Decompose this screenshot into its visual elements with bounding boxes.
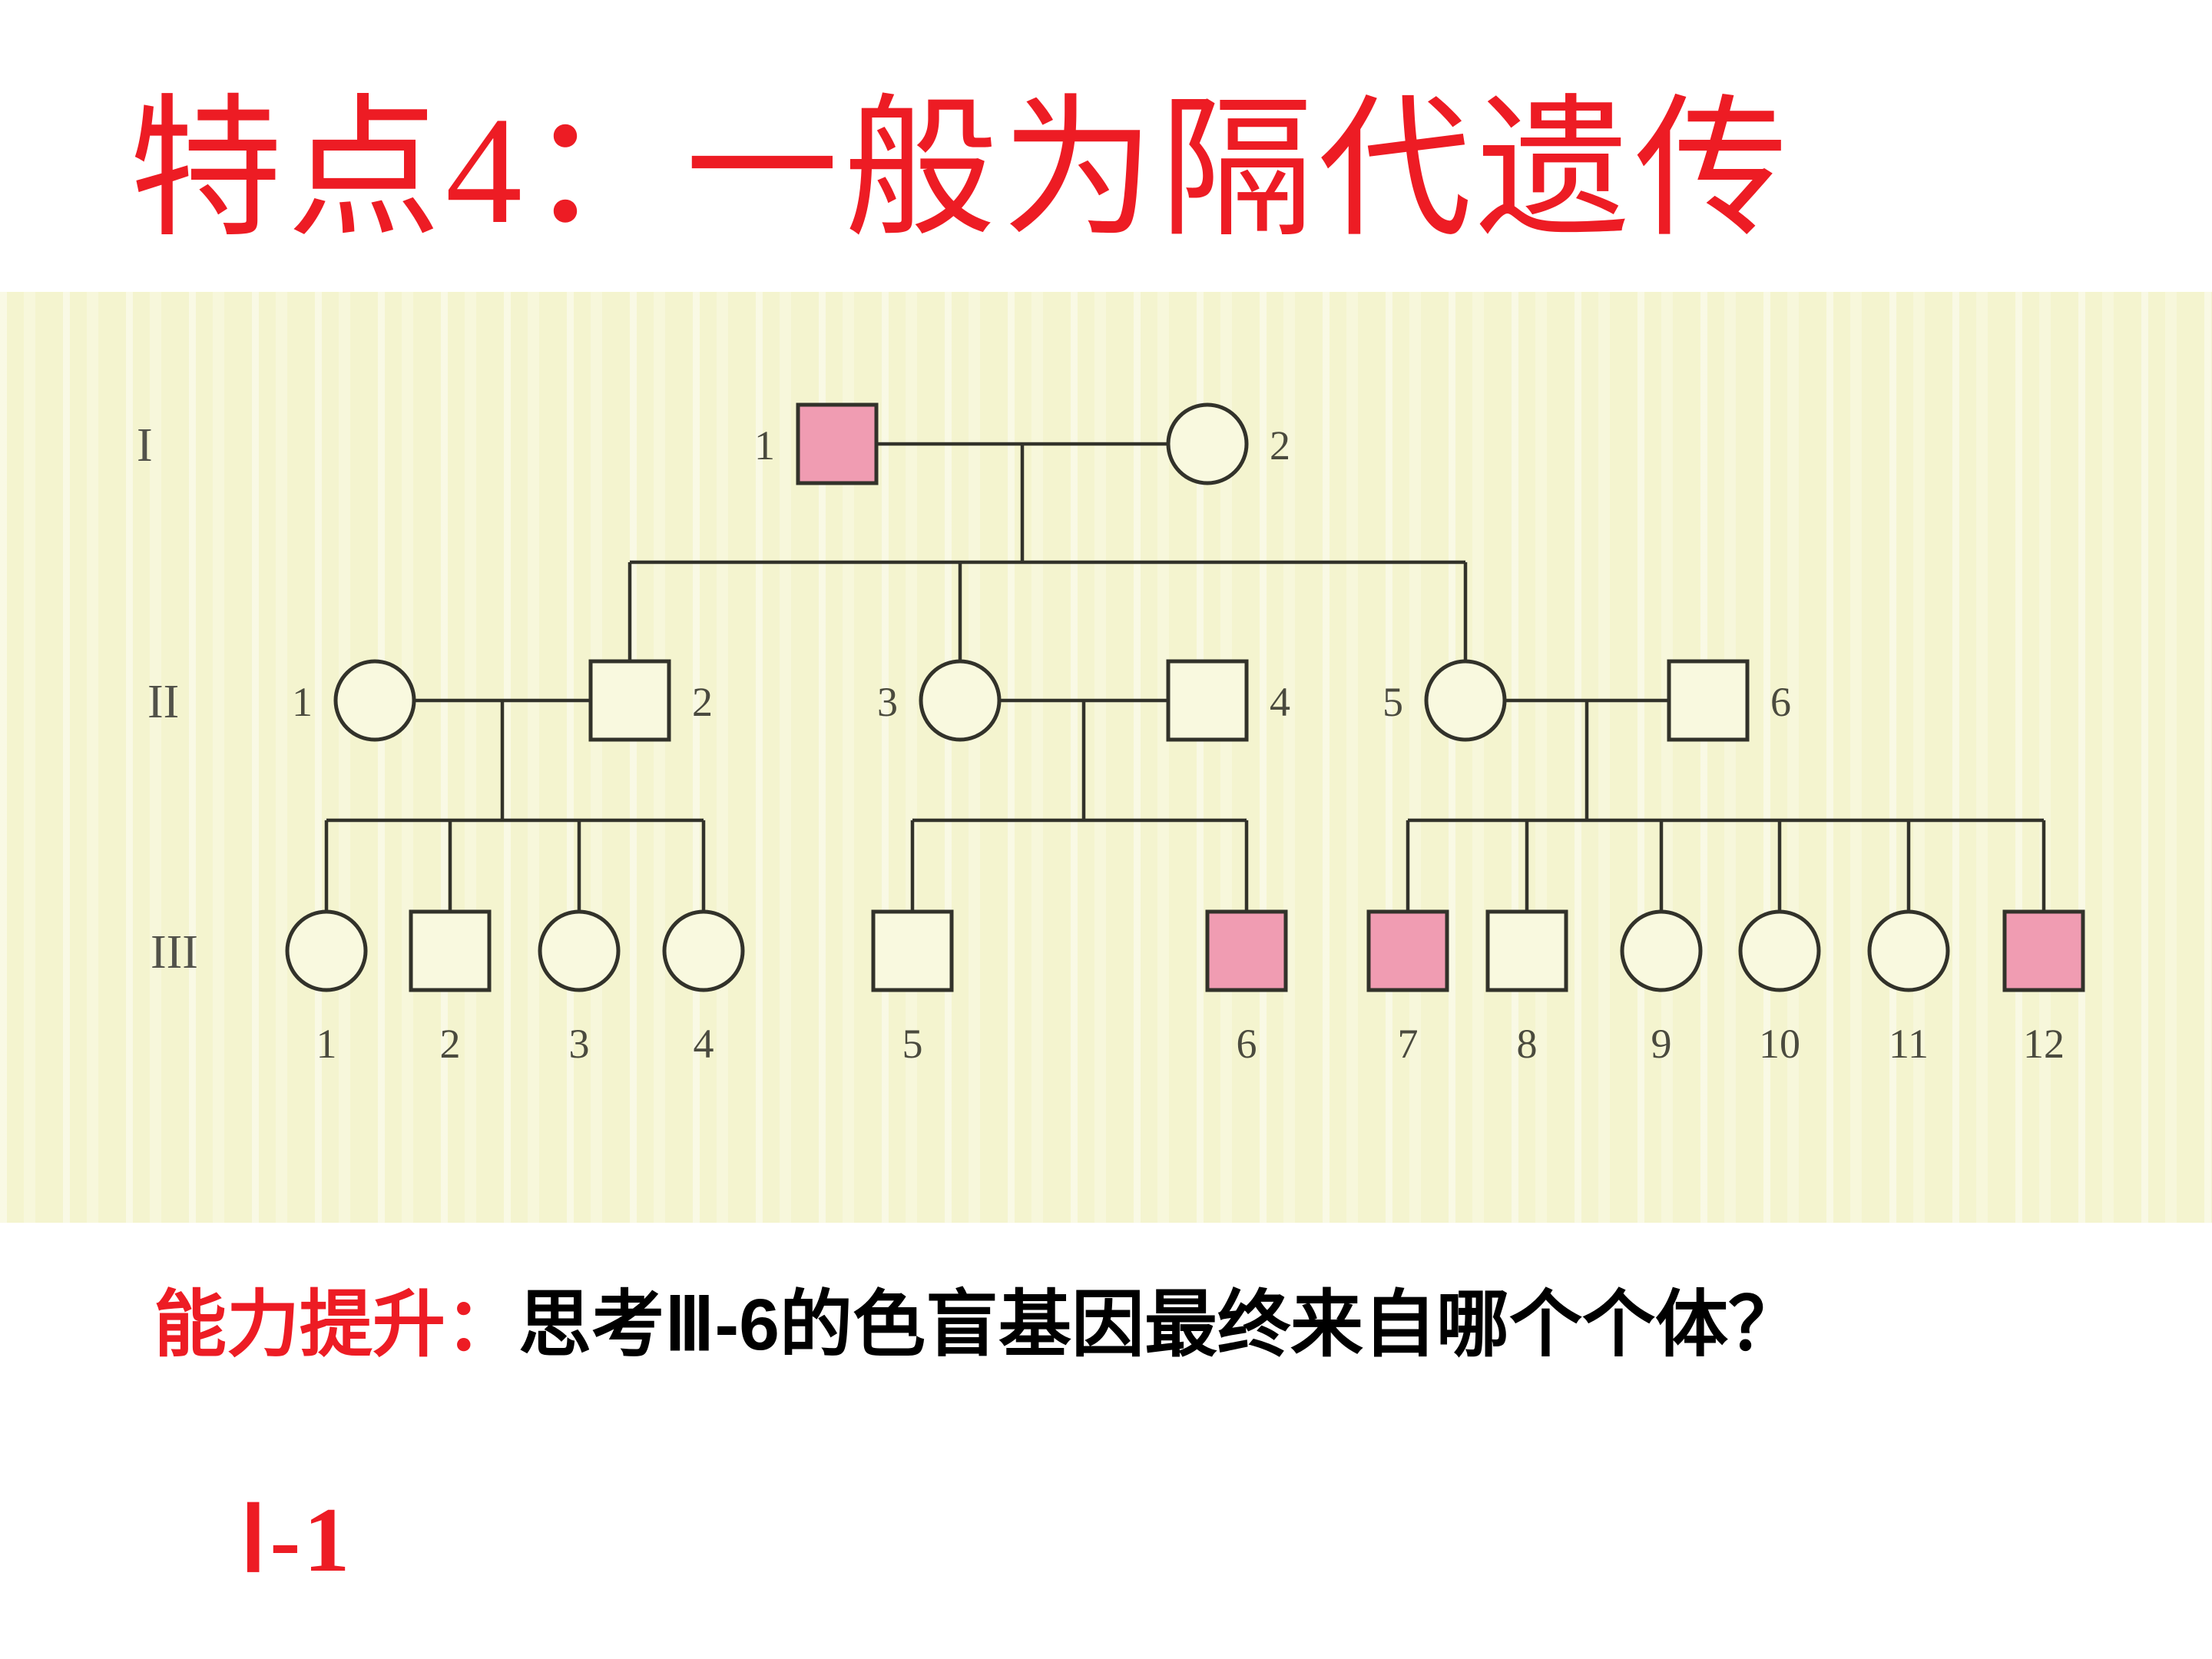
pedigree-individual-III-2 xyxy=(409,909,492,992)
pedigree-individual-II-5 xyxy=(1424,659,1507,742)
page-title: 特点4：一般为隔代遗传 xyxy=(129,86,1793,256)
pedigree-individual-I-2 xyxy=(1166,402,1249,485)
question-lead-label: 能力提升： xyxy=(154,1284,519,1366)
pedigree-individual-III-11 xyxy=(1867,909,1950,992)
pedigree-number-II-4: 4 xyxy=(1270,679,1290,725)
pedigree-individual-II-3 xyxy=(919,659,1002,742)
pedigree-number-II-5: 5 xyxy=(1382,679,1403,725)
pedigree-individual-II-2 xyxy=(588,659,671,742)
answer-text: Ⅰ-1 xyxy=(240,1488,353,1591)
pedigree-number-III-12: 12 xyxy=(2023,1021,2065,1067)
pedigree-number-II-3: 3 xyxy=(877,679,898,725)
question-body-text: 思考Ⅲ-6的色盲基因最终来自哪个个体？ xyxy=(518,1284,1801,1366)
pedigree-number-III-10: 10 xyxy=(1759,1021,1800,1067)
pedigree-individual-II-6 xyxy=(1667,659,1750,742)
pedigree-number-III-6: 6 xyxy=(1237,1021,1257,1067)
pedigree-individual-III-12 xyxy=(2002,909,2085,992)
pedigree-individual-III-1 xyxy=(285,909,368,992)
pedigree-individual-III-3 xyxy=(538,909,621,992)
generation-label-I: I xyxy=(137,419,153,472)
pedigree-individual-III-8 xyxy=(1485,909,1568,992)
pedigree-number-III-1: 1 xyxy=(316,1021,337,1067)
pedigree-individual-III-4 xyxy=(662,909,745,992)
generation-label-III: III xyxy=(151,926,198,979)
pedigree-number-III-7: 7 xyxy=(1398,1021,1419,1067)
pedigree-number-I-2: 2 xyxy=(1270,422,1290,469)
pedigree-number-III-8: 8 xyxy=(1517,1021,1538,1067)
generation-label-II: II xyxy=(147,676,179,728)
pedigree-individual-III-9 xyxy=(1620,909,1703,992)
pedigree-individual-III-10 xyxy=(1738,909,1821,992)
pedigree-number-III-9: 9 xyxy=(1651,1021,1672,1067)
pedigree-number-III-3: 3 xyxy=(569,1021,590,1067)
pedigree-number-I-1: 1 xyxy=(754,422,775,469)
pedigree-individual-I-1 xyxy=(796,402,879,485)
pedigree-individual-III-6 xyxy=(1205,909,1288,992)
pedigree-number-II-2: 2 xyxy=(692,679,713,725)
pedigree-number-II-6: 6 xyxy=(1770,679,1791,725)
pedigree-number-III-11: 11 xyxy=(1889,1021,1929,1067)
pedigree-individual-III-7 xyxy=(1366,909,1449,992)
pedigree-individual-III-5 xyxy=(871,909,954,992)
pedigree-individual-II-1 xyxy=(333,659,416,742)
pedigree-individual-II-4 xyxy=(1166,659,1249,742)
pedigree-number-III-5: 5 xyxy=(902,1021,923,1067)
pedigree-number-II-1: 1 xyxy=(292,679,313,725)
pedigree-number-III-4: 4 xyxy=(694,1021,714,1067)
pedigree-number-III-2: 2 xyxy=(440,1021,461,1067)
question-line: 能力提升：思考Ⅲ-6的色盲基因最终来自哪个个体？ xyxy=(154,1266,1801,1371)
